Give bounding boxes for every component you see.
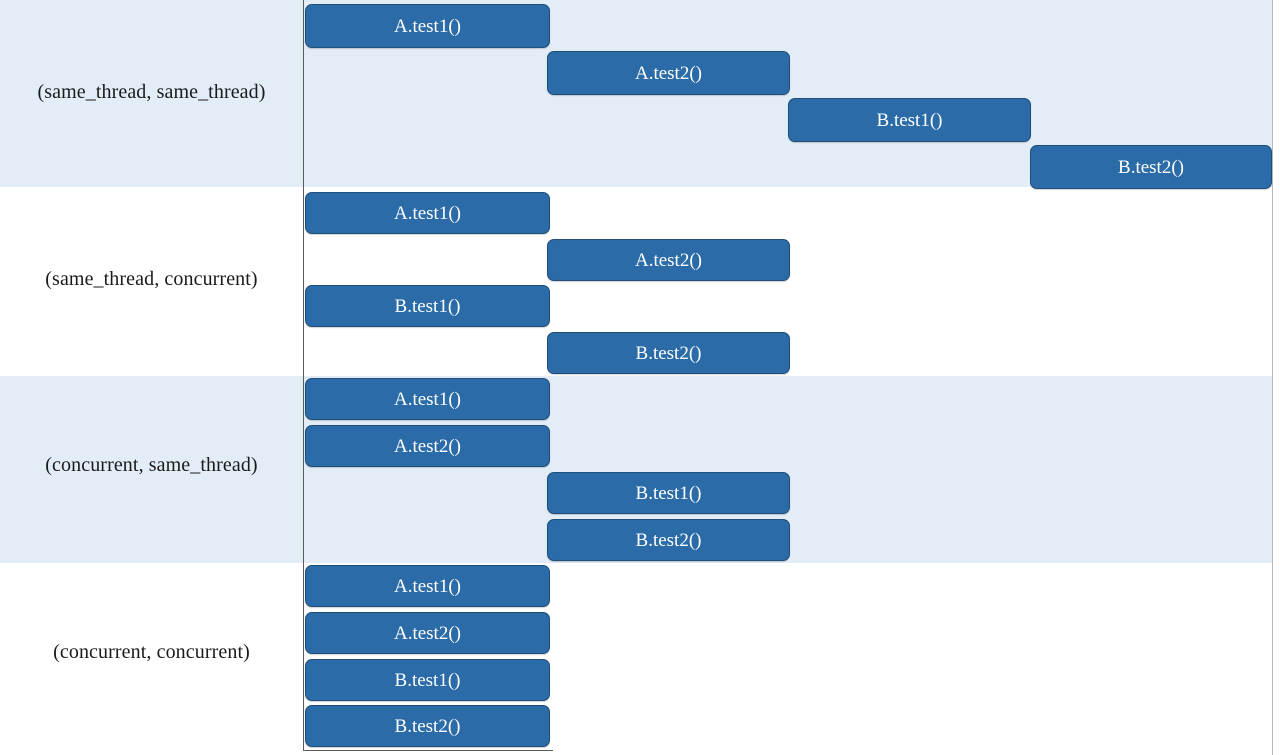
gantt-bar-label: A.test2(): [393, 622, 461, 644]
gantt-bar: B.test1(): [305, 285, 550, 327]
gantt-bar-label: A.test2(): [634, 62, 702, 84]
gantt-bar-label: B.test2(): [1118, 156, 1184, 178]
value-axis-line: [303, 0, 304, 751]
gantt-bar: B.test1(): [547, 472, 790, 514]
row-category-label: (same_thread, same_thread): [37, 81, 266, 103]
gantt-bar: A.test1(): [305, 192, 550, 234]
gantt-bar: A.test1(): [305, 4, 550, 48]
gantt-bar-label: A.test2(): [393, 435, 461, 457]
gantt-bar: A.test2(): [547, 239, 790, 281]
gantt-bar: B.test2(): [547, 519, 790, 561]
gantt-bar: A.test2(): [305, 612, 550, 654]
gantt-bar: A.test2(): [547, 51, 790, 95]
gantt-bar: B.test1(): [305, 659, 550, 701]
gantt-bar-label: B.test2(): [635, 342, 702, 364]
gantt-bar-label: A.test1(): [393, 575, 461, 597]
gantt-bar: B.test2(): [1030, 145, 1272, 189]
gantt-bar: A.test1(): [305, 565, 550, 607]
axis-baseline: [303, 750, 553, 751]
gantt-bar: A.test1(): [305, 378, 550, 420]
gantt-bar-label: A.test1(): [393, 15, 461, 37]
row-category-label: (concurrent, same_thread): [45, 454, 258, 476]
row-category-label: (same_thread, concurrent): [45, 268, 258, 290]
gantt-bar: B.test2(): [547, 332, 790, 374]
gantt-bar: B.test1(): [788, 98, 1031, 142]
gantt-bar-label: A.test2(): [634, 249, 702, 271]
plot-right-border-line: [1272, 0, 1273, 755]
gantt-bar-label: B.test1(): [394, 295, 461, 317]
row-band: [0, 563, 1272, 755]
gantt-bar-label: B.test1(): [876, 109, 943, 131]
gantt-bar-label: A.test1(): [393, 388, 461, 410]
gantt-bar-label: B.test2(): [635, 529, 702, 551]
gantt-bar: B.test2(): [305, 705, 550, 747]
gantt-bar: A.test2(): [305, 425, 550, 467]
gantt-bar-label: B.test1(): [635, 482, 702, 504]
gantt-bar-label: B.test1(): [394, 669, 461, 691]
gantt-bar-label: A.test1(): [393, 202, 461, 224]
gantt-bar-label: B.test2(): [394, 715, 461, 737]
row-category-label: (concurrent, concurrent): [53, 641, 250, 663]
